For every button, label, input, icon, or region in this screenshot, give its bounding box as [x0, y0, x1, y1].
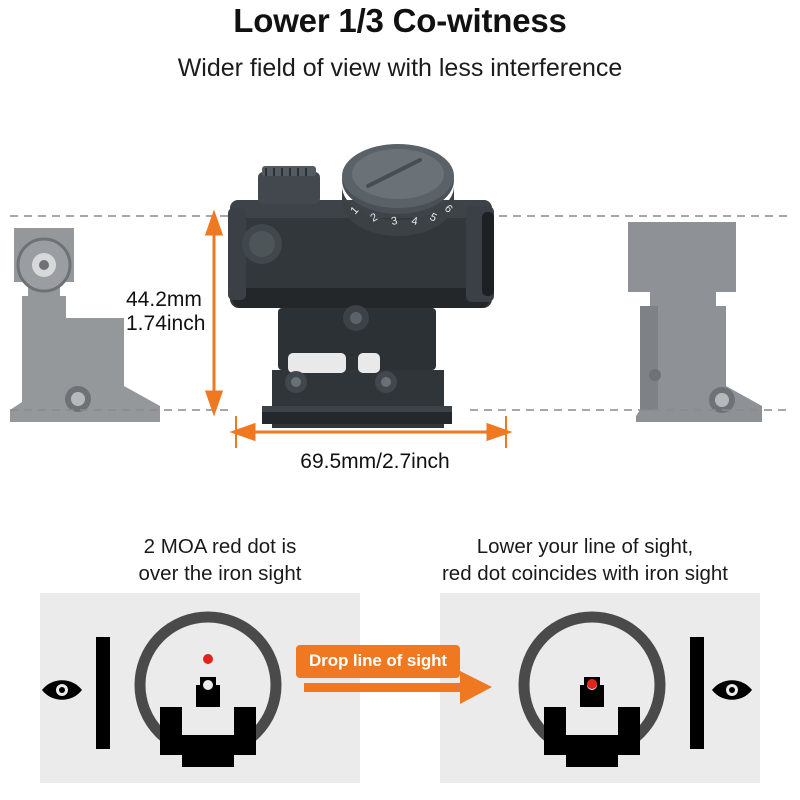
co-witness-comparison-diagram — [40, 593, 760, 783]
red-dot-sight-body: 1 2 3 4 5 6 — [228, 144, 494, 428]
drop-line-arrow — [304, 671, 492, 704]
svg-text:4: 4 — [410, 215, 418, 228]
eye-icon-left — [42, 680, 82, 700]
caption-before: 2 MOA red dot is over the iron sight — [138, 535, 302, 585]
width-dimension-label: 69.5mm/2.7inch — [300, 450, 450, 473]
ghost-rear-sight-aperture — [16, 237, 72, 293]
height-dimension-arrow — [204, 209, 224, 417]
svg-text:3: 3 — [390, 215, 398, 228]
ghost-front-sight-screw — [649, 369, 735, 413]
drop-line-of-sight-badge: Drop line of sight — [296, 645, 460, 678]
eye-icon-right — [712, 680, 752, 700]
page-title: Lower 1/3 Co-witness — [233, 2, 567, 39]
svg-text:2: 2 — [369, 211, 380, 224]
height-dimension-inch-label: 1.74inch — [126, 312, 206, 335]
alignment-guide-lines — [10, 215, 790, 411]
svg-text:5: 5 — [428, 211, 439, 224]
ghost-front-sight-right — [628, 222, 762, 422]
red-dot-marker-left — [203, 654, 213, 664]
caption-after: Lower your line of sight, red dot coinci… — [441, 535, 728, 585]
page-subtitle: Wider field of view with less interferen… — [177, 54, 623, 82]
sight-picture-panel-left — [40, 593, 360, 783]
height-dimension-mm-label: 44.2mm — [126, 288, 202, 311]
width-dimension-arrow — [229, 416, 513, 448]
red-dot-marker-right — [587, 679, 597, 689]
sight-dimension-diagram: 1 2 3 4 5 6 — [10, 144, 790, 448]
sight-picture-panel-right — [440, 593, 760, 783]
